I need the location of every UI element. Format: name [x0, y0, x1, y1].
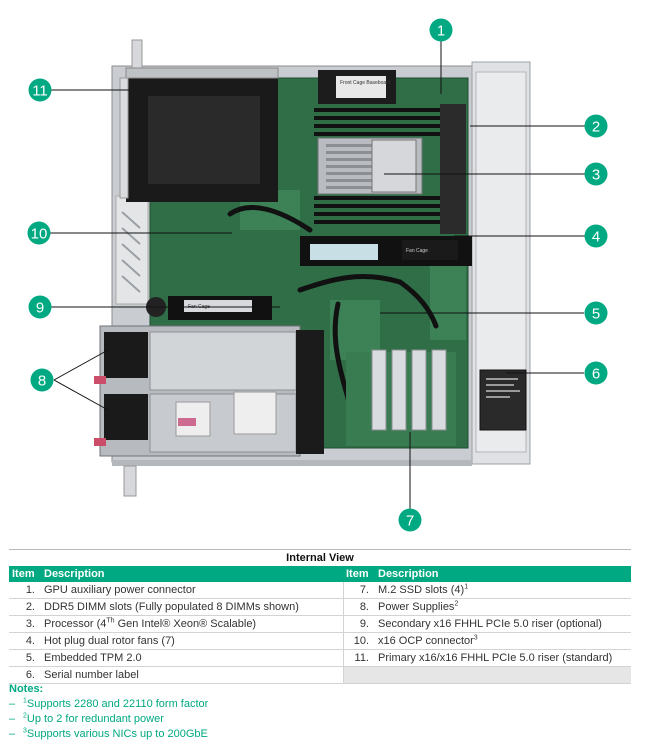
item-description: DDR5 DIMM slots (Fully populated 8 DIMMs…: [41, 598, 344, 616]
item-description: x16 OCP connector3: [375, 632, 631, 650]
note-text: Supports 2280 and 22110 form factor: [26, 698, 209, 710]
svg-text:11: 11: [32, 83, 48, 100]
svg-text:7: 7: [406, 513, 414, 530]
note-dash: –: [9, 698, 16, 710]
gpu-aux-module: Front Cage Baseboard: [318, 70, 396, 104]
footnote-marker: 3: [23, 727, 27, 735]
description-text: Gen Intel® Xeon® Scalable): [114, 618, 257, 630]
svg-text:5: 5: [592, 306, 600, 323]
serial-number-label: [479, 369, 527, 431]
header-item-left: Item: [9, 566, 41, 582]
item-number: 5.: [9, 649, 41, 667]
fan-cage: Fan Cage: [300, 236, 472, 266]
primary-riser: [119, 67, 279, 202]
callout-5: 5: [584, 301, 608, 325]
empty-cell: [343, 666, 631, 684]
note-text: Supports various NICs up to 200GbE: [26, 728, 208, 740]
table-title: Internal View: [286, 552, 354, 564]
note-text: Up to 2 for redundant power: [26, 713, 164, 725]
notes-section: Notes: –1Supports 2280 and 22110 form fa…: [9, 683, 631, 742]
header-description-right: Description: [375, 566, 631, 582]
table-row: 6. Serial number label: [9, 666, 631, 684]
note-dash: –: [9, 713, 16, 725]
callout-10: 10: [27, 221, 51, 245]
callout-7: 7: [398, 508, 422, 532]
processor-heatsink: [317, 137, 423, 195]
item-description: GPU auxiliary power connector: [41, 582, 344, 599]
footnote-marker: 1: [23, 697, 27, 705]
item-number: 8.: [343, 598, 375, 616]
callout-11: 11: [28, 78, 52, 102]
item-number: 2.: [9, 598, 41, 616]
power-supplies: [94, 325, 301, 457]
svg-text:3: 3: [592, 167, 600, 184]
svg-text:9: 9: [36, 300, 44, 317]
internal-view-spec: Internal View Item Description Item Desc…: [9, 549, 631, 684]
svg-text:4: 4: [592, 229, 600, 246]
note-item: –1Supports 2280 and 22110 form factor: [9, 697, 631, 712]
ocp-connector: [296, 330, 324, 454]
description-text: x16 OCP connector: [378, 635, 474, 647]
item-description: Serial number label: [41, 666, 344, 684]
callout-9: 9: [28, 295, 52, 319]
svg-text:2: 2: [592, 119, 600, 136]
item-number: 6.: [9, 666, 41, 684]
item-number: 11.: [343, 649, 375, 667]
note-dash: –: [9, 728, 16, 740]
item-description: Power Supplies2: [375, 598, 631, 616]
ordinal-suffix: Th: [106, 617, 115, 625]
item-number: 10.: [343, 632, 375, 650]
table-row: 1. GPU auxiliary power connector 7. M.2 …: [9, 582, 631, 599]
svg-text:6: 6: [592, 366, 600, 383]
module-top-label: Front Cage Baseboard: [340, 80, 391, 86]
callout-6: 6: [584, 361, 608, 385]
footnote-ref: 3: [473, 634, 478, 642]
callout-1: 1: [429, 18, 453, 42]
table-row: 2. DDR5 DIMM slots (Fully populated 8 DI…: [9, 598, 631, 616]
item-description: Primary x16/x16 FHHL PCIe 5.0 riser (sta…: [375, 649, 631, 667]
item-description: Hot plug dual rotor fans (7): [41, 632, 344, 650]
note-item: –3Supports various NICs up to 200GbE: [9, 727, 631, 742]
item-description: Processor (4Th Gen Intel® Xeon® Scalable…: [41, 615, 344, 633]
item-number: 3.: [9, 615, 41, 633]
header-description-left: Description: [41, 566, 343, 582]
table-header-row: Item Description Item Description: [9, 566, 631, 582]
footnote-marker: 2: [23, 712, 27, 720]
dimm-slots: [314, 104, 466, 234]
description-text: M.2 SSD slots (4): [378, 584, 465, 596]
item-number: 1.: [9, 582, 41, 599]
header-item-right: Item: [343, 566, 375, 582]
callout-2: 2: [584, 114, 608, 138]
table-row: 3. Processor (4Th Gen Intel® Xeon® Scala…: [9, 615, 631, 633]
notes-heading: Notes:: [9, 683, 44, 695]
item-number: 7.: [343, 582, 375, 599]
table-row: 5. Embedded TPM 2.0 11. Primary x16/x16 …: [9, 649, 631, 667]
callout-3: 3: [584, 162, 608, 186]
description-text: Processor (4: [44, 618, 107, 630]
table-row: 4. Hot plug dual rotor fans (7) 10. x16 …: [9, 632, 631, 650]
svg-text:10: 10: [31, 226, 48, 243]
m2-ssd-slots: [346, 349, 456, 446]
callout-4: 4: [584, 224, 608, 248]
module-mid-label: Fan Cage: [406, 248, 428, 254]
table-top-rule: [9, 549, 631, 550]
svg-text:1: 1: [437, 23, 445, 40]
callout-8: 8: [30, 368, 54, 392]
item-number: 4.: [9, 632, 41, 650]
svg-text:8: 8: [38, 373, 46, 390]
item-number: 9.: [343, 615, 375, 633]
server-internal-view-figure: Front Cage Baseboard: [27, 18, 608, 532]
note-item: –2Up to 2 for redundant power: [9, 712, 631, 727]
footnote-ref: 2: [454, 600, 459, 608]
footnote-ref: 1: [464, 583, 469, 591]
callout-leaders: [50, 30, 585, 509]
items-table: Item Description Item Description 1. GPU…: [9, 566, 631, 684]
item-description: Embedded TPM 2.0: [41, 649, 344, 667]
item-description: Secondary x16 FHHL PCIe 5.0 riser (optio…: [375, 615, 631, 633]
item-description: M.2 SSD slots (4)1: [375, 582, 631, 599]
description-text: Power Supplies: [378, 601, 455, 613]
